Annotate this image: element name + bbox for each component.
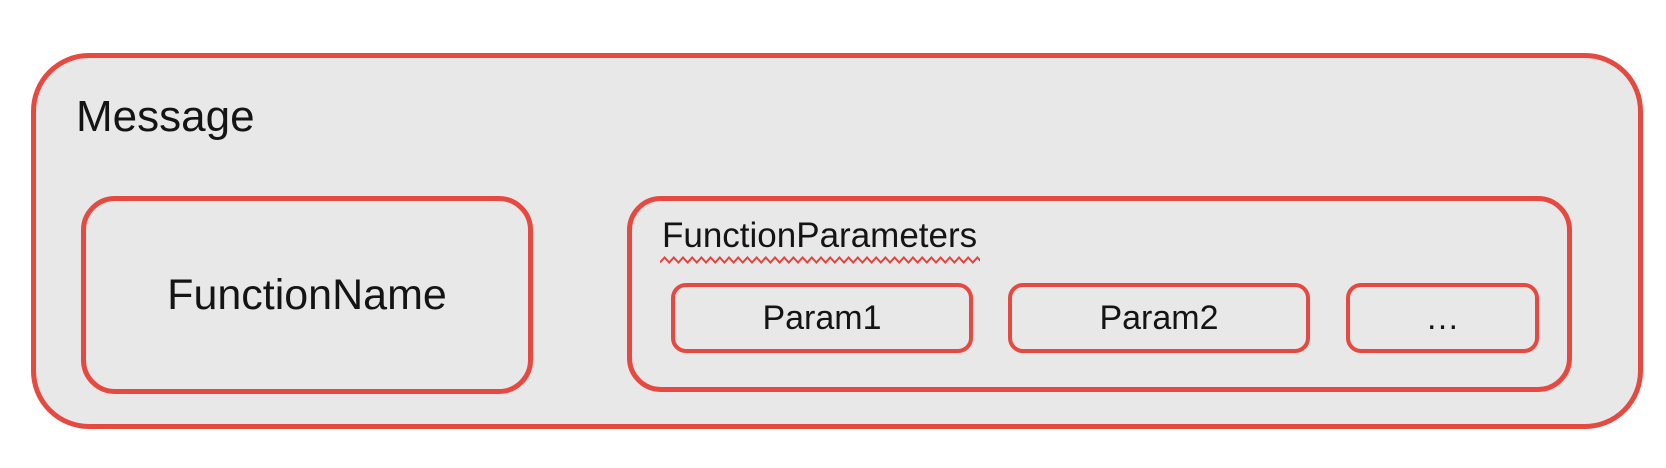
ellipsis-label: … [1425,299,1460,337]
message-label: Message [76,92,255,141]
spellcheck-squiggle-icon [660,256,980,264]
param1-label: Param1 [762,299,882,337]
message-container: Message FunctionName FunctionParameters … [31,53,1643,429]
ellipsis-box: … [1346,283,1539,353]
function-parameters-box: FunctionParameters Param1 Param2 … [627,196,1572,392]
function-parameters-label: FunctionParameters [662,216,978,255]
param1-box: Param1 [671,283,973,353]
function-name-label: FunctionName [167,270,447,319]
param2-label: Param2 [1099,299,1219,337]
param2-box: Param2 [1008,283,1310,353]
squiggle-zigzag [660,256,980,264]
function-name-box: FunctionName [81,196,533,394]
